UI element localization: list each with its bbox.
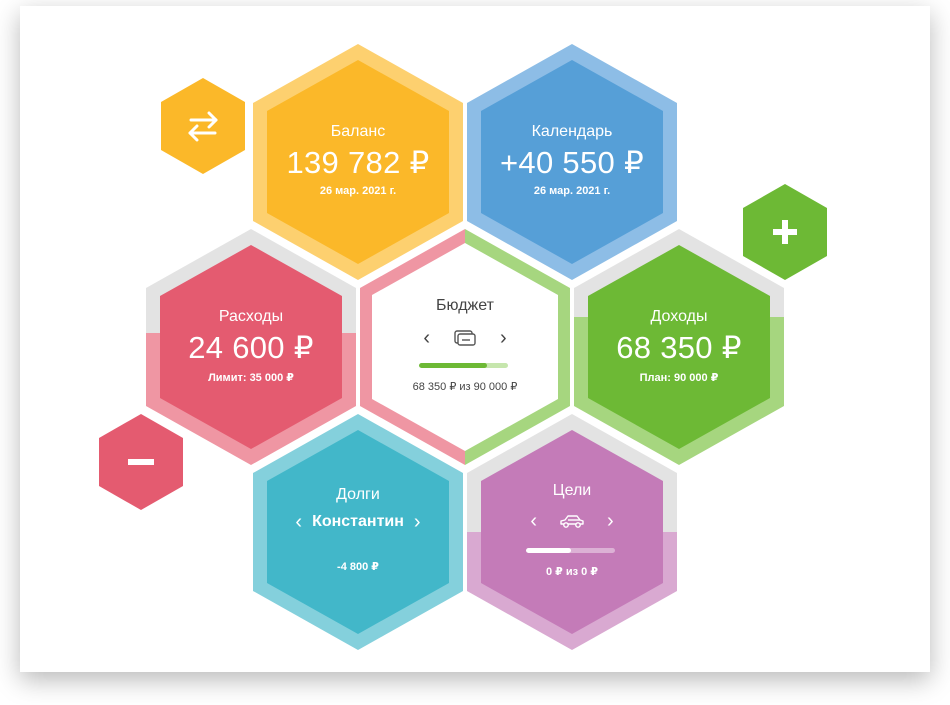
car-icon bbox=[547, 513, 597, 529]
goals-prev-button[interactable]: ‹ bbox=[530, 510, 537, 532]
budget-prev-button[interactable]: ‹ bbox=[423, 327, 430, 349]
wallet-icon bbox=[440, 330, 490, 346]
goals-next-button[interactable]: › bbox=[607, 510, 614, 532]
add-expense-button[interactable] bbox=[99, 414, 183, 510]
goals-progress-bar bbox=[526, 548, 615, 553]
budget-progress-bar bbox=[419, 363, 508, 368]
plus-icon bbox=[773, 220, 797, 244]
transfer-icon bbox=[188, 111, 218, 142]
debts-tile[interactable]: Долги ‹ Константин › -4 800 ₽ bbox=[253, 414, 463, 650]
budget-tile[interactable]: Бюджет ‹ › 68 350 ₽ из 90 000 ₽ bbox=[360, 229, 570, 465]
debts-next-button[interactable]: › bbox=[413, 511, 421, 533]
budget-next-button[interactable]: › bbox=[500, 327, 507, 349]
add-income-button[interactable] bbox=[743, 184, 827, 280]
goals-tile[interactable]: Цели ‹ › 0 ₽ из 0 ₽ bbox=[467, 414, 677, 650]
debts-person: Константин bbox=[312, 513, 404, 530]
transfer-button[interactable] bbox=[161, 78, 245, 174]
debts-prev-button[interactable]: ‹ bbox=[295, 511, 303, 533]
